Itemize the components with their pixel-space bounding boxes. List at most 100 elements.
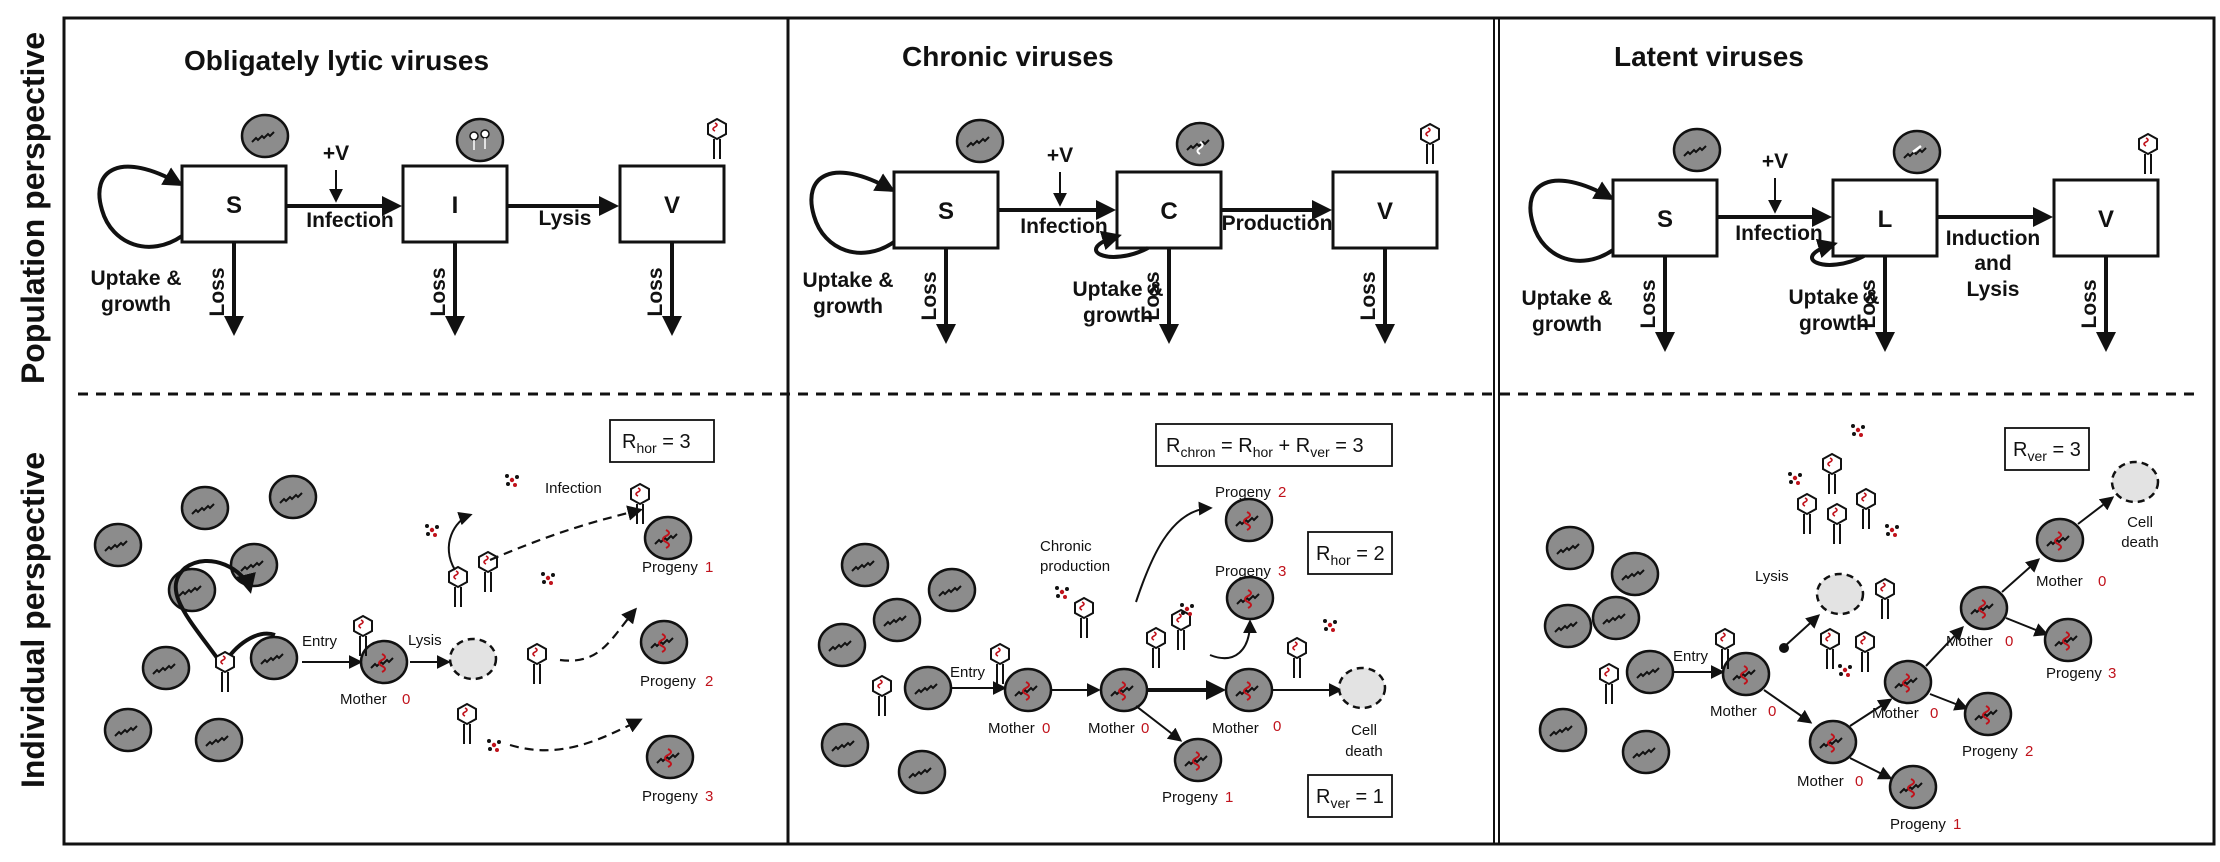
host-cell-icon: [268, 474, 318, 520]
progeny-number: 1: [705, 559, 713, 576]
virus-phage-icon: [215, 651, 235, 693]
virus-phage-icon: [1820, 628, 1840, 670]
mother-cell-icon: [1099, 667, 1149, 713]
loss-label: Loss: [918, 271, 941, 320]
host-cell-icon: [93, 522, 143, 568]
uptake-growth-loop: [809, 170, 896, 255]
virion-particle-icon: [505, 474, 519, 487]
virus-phage-icon: [1875, 578, 1895, 620]
progeny-number: 3: [2108, 665, 2116, 682]
mother-number: 0: [2005, 633, 2013, 650]
dead-cell-icon: [2110, 460, 2160, 504]
box-label: S: [1657, 206, 1673, 233]
uptake-label: Uptake &: [1521, 287, 1612, 310]
virus-phage-icon: [1074, 597, 1094, 639]
box-susceptible: [892, 170, 1000, 250]
mother-label: Mother: [1710, 703, 1757, 720]
ratio-label: Rhor = 3: [622, 431, 691, 456]
panel-title: Obligately lytic viruses: [184, 45, 489, 76]
uptake-label: Uptake &: [1788, 286, 1879, 309]
growth-label: growth: [813, 295, 883, 318]
mother-cell-icon: [1959, 585, 2009, 631]
mother-number: 0: [402, 691, 410, 708]
host-cell-icon: [820, 722, 870, 768]
mother-cell-icon: [359, 639, 409, 685]
virion-particle-icon: [1838, 664, 1852, 677]
virus-phage-icon: [1856, 488, 1876, 530]
virion-particle-icon: [425, 524, 439, 537]
virus-phage-icon: [1146, 627, 1166, 669]
box-chronic: [1115, 170, 1223, 250]
host-cell-icon: [1625, 649, 1675, 695]
mother-label: Mother: [1088, 720, 1135, 737]
loss-label: Loss: [427, 267, 450, 316]
virus-phage-icon: [448, 566, 468, 608]
latent-cell-icon: [1892, 129, 1942, 175]
dead-cell-icon: [1337, 666, 1387, 710]
mother-cell-icon: [1808, 719, 1858, 765]
mother-label: Mother: [1797, 773, 1844, 790]
infection-small-label: Infection: [545, 480, 602, 497]
virus-phage-icon: [1797, 493, 1817, 535]
host-cell-icon: [1538, 707, 1588, 753]
mother-cell-icon: [2035, 517, 2085, 563]
panel-latent: Latent viruses S L V Uptake & growth +V …: [1521, 41, 2160, 833]
mother-number: 0: [1042, 720, 1050, 737]
virus-phage-icon: [1420, 123, 1440, 165]
virus-phage-icon: [1827, 503, 1847, 545]
virus-phage-icon: [630, 483, 650, 525]
virion-particle-icon: [1788, 472, 1802, 485]
progeny-cell-icon: [639, 619, 689, 665]
virus-phage-icon: [1855, 631, 1875, 673]
chronic-cell-icon: [1175, 121, 1225, 167]
progeny-number: 2: [705, 673, 713, 690]
progeny-label: Progeny: [1162, 789, 1218, 806]
host-cell-icon: [817, 622, 867, 668]
ratio-box: [609, 419, 715, 463]
ratio-box-chronic: [1155, 423, 1393, 467]
ratio-box: [2004, 427, 2090, 471]
progeny-label: Progeny: [1890, 816, 1946, 833]
progeny-cell-icon: [645, 734, 695, 780]
virus-phage-icon: [457, 703, 477, 745]
box-label: I: [452, 192, 459, 219]
death-label: death: [2121, 534, 2159, 551]
box-susceptible: [180, 164, 288, 244]
uptake-growth-loop: [1528, 178, 1615, 263]
latent-growth-loop: [1810, 238, 1865, 267]
box-virus: [2052, 178, 2160, 258]
host-cell-icon: [240, 113, 290, 159]
progeny-cell-icon: [2043, 617, 2093, 663]
growth-label: growth: [1799, 312, 1869, 335]
production-label: Production: [1222, 212, 1333, 235]
ratio-label: Rhor = 2: [1316, 543, 1385, 568]
ratio-label: Rver = 1: [1316, 786, 1384, 811]
mother-label: Mother: [340, 691, 387, 708]
mother-cell-icon: [1721, 651, 1771, 697]
infection-label: Infection: [1735, 222, 1823, 245]
host-cell-icon: [955, 118, 1005, 164]
progeny-label: Progeny: [2046, 665, 2102, 682]
progeny-label: Progeny: [1215, 484, 1271, 501]
progeny-label: Progeny: [642, 559, 698, 576]
box-latent: [1831, 178, 1939, 258]
virus-phage-icon: [1599, 663, 1619, 705]
loss-label: Loss: [206, 267, 229, 316]
virion-particle-icon: [487, 739, 501, 752]
virus-phage-icon: [2138, 133, 2158, 175]
host-cell-icon: [180, 485, 230, 531]
infection-label: Infection: [1020, 215, 1108, 238]
mother-number: 0: [1855, 773, 1863, 790]
mother-number: 0: [1768, 703, 1776, 720]
mother-label: Mother: [988, 720, 1035, 737]
panel-chronic: Chronic viruses S C V Uptake & growth +V…: [802, 41, 1440, 818]
progeny-cell-icon: [1173, 737, 1223, 783]
panel-title: Chronic viruses: [902, 41, 1114, 72]
box-label: V: [2098, 206, 2114, 233]
progeny-cell-icon: [1888, 764, 1938, 810]
virion-particle-icon: [1885, 524, 1899, 537]
host-cell-icon: [249, 635, 299, 681]
infected-cell-icon: [455, 117, 505, 163]
growth-label: growth: [1532, 313, 1602, 336]
